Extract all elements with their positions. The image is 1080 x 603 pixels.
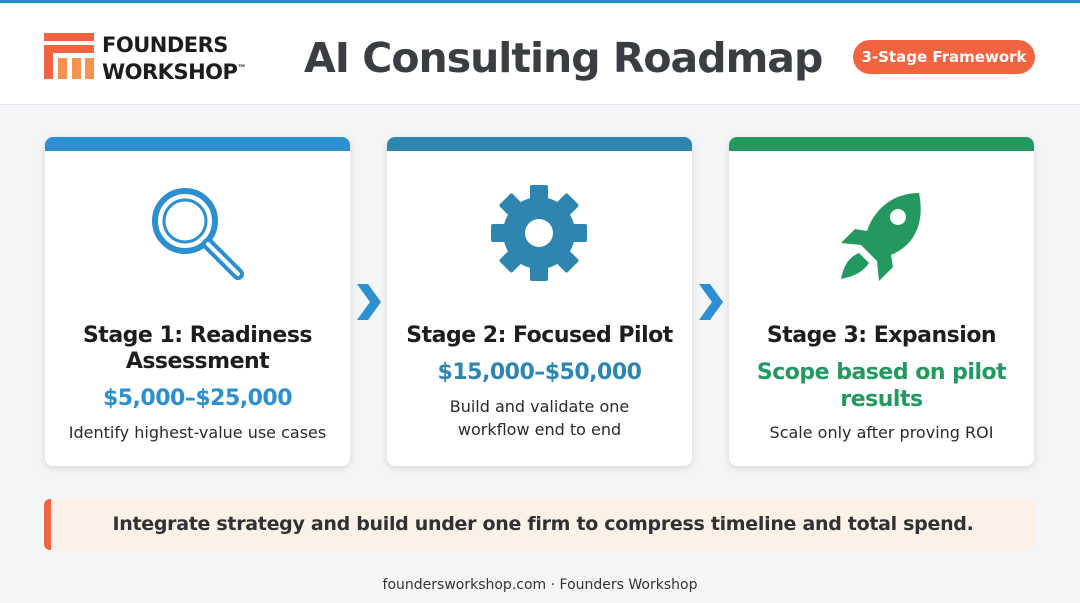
stage-1-accent-bar (45, 137, 350, 151)
logo-trademark: ™ (237, 64, 246, 74)
stage-1-title-line-2: Assessment (125, 349, 270, 374)
logo-mark-icon (44, 33, 94, 79)
stage-1-price: $5,000–$25,000 (102, 386, 293, 411)
stage-2-description-line-2: workflow end to end (457, 420, 622, 439)
chevron-right-icon (699, 284, 723, 320)
stage-card-3: Stage 3: Expansion Scope based on pilot … (729, 137, 1034, 466)
gear-icon (491, 185, 587, 281)
stage-3-description: Scale only after proving ROI (769, 423, 994, 442)
framework-badge: 3-Stage Framework (853, 40, 1035, 74)
logo-line-2: WORKSHOP (102, 60, 238, 84)
page-title: AI Consulting Roadmap (304, 34, 823, 82)
logo-wordmark: FOUNDERS WORKSHOP™ (102, 33, 246, 84)
magnifier-icon (152, 188, 244, 280)
callout-text: Integrate strategy and build under one f… (112, 513, 974, 535)
callout-banner: Integrate strategy and build under one f… (44, 499, 1035, 550)
header: FOUNDERS WORKSHOP™ AI Consulting Roadmap… (0, 3, 1080, 105)
stage-card-1: Stage 1: Readiness Assessment $5,000–$25… (45, 137, 350, 466)
stage-1-description: Identify highest-value use cases (68, 423, 327, 442)
stage-3-accent-bar (729, 137, 1034, 151)
rocket-icon (841, 193, 921, 281)
stage-2-description-line-1: Build and validate one (449, 397, 630, 416)
stage-card-2: Stage 2: Focused Pilot $15,000–$50,000 B… (387, 137, 692, 466)
stage-2-title: Stage 2: Focused Pilot (406, 323, 673, 348)
stage-3-price: Scope based on pilot results (739, 359, 1024, 413)
stage-1-title-line-1: Stage 1: Readiness (82, 323, 313, 348)
stage-2-description: Build and validate one workflow end to e… (397, 395, 682, 441)
stage-3-price-line-2: results (840, 387, 923, 412)
stage-2-price: $15,000–$50,000 (437, 360, 642, 385)
brand-logo: FOUNDERS WORKSHOP™ (44, 31, 246, 85)
footer-text: foundersworkshop.com · Founders Workshop (382, 577, 698, 593)
stage-2-accent-bar (387, 137, 692, 151)
stage-1-title: Stage 1: Readiness Assessment (55, 323, 340, 375)
logo-line-1: FOUNDERS (102, 33, 228, 57)
stage-3-price-line-1: Scope based on pilot (756, 360, 1007, 385)
chevron-right-icon (357, 284, 381, 320)
callout-accent-bar (44, 499, 51, 550)
stage-3-title: Stage 3: Expansion (766, 323, 997, 348)
top-accent-line (0, 0, 1080, 3)
